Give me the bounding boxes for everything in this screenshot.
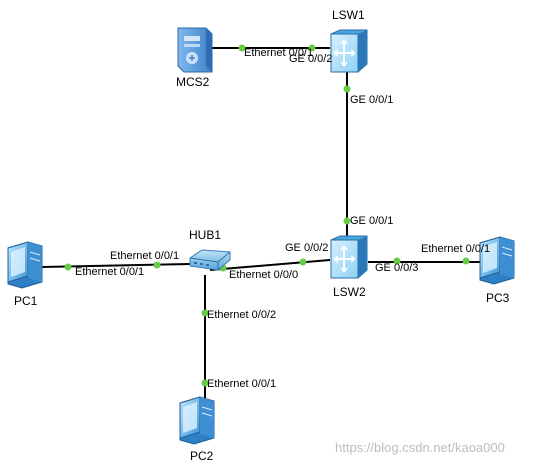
port-label-lsw2-ge003: GE 0/0/3: [375, 262, 418, 274]
port-label-lsw2-ge001: GE 0/0/1: [350, 215, 393, 227]
pc3-label: PC3: [486, 291, 510, 305]
port-label-pc3-e001: Ethernet 0/0/1: [421, 243, 490, 255]
lsw1-switch-icon[interactable]: [330, 29, 368, 73]
pc2-label: PC2: [190, 449, 214, 463]
lsw2-switch-icon[interactable]: [330, 235, 368, 279]
port-dot: [201, 309, 209, 317]
port-dot: [462, 257, 470, 265]
port-dot: [64, 263, 72, 271]
port-label-hub1-e001: Ethernet 0/0/1: [110, 250, 179, 262]
pc1-label: PC1: [14, 294, 38, 308]
port-label-lsw1-ge001: GE 0/0/1: [350, 94, 393, 106]
port-dot: [299, 258, 307, 266]
lsw2-label: LSW2: [333, 285, 366, 299]
port-dot: [153, 261, 161, 269]
port-label-hub1-e000: Ethernet 0/0/0: [229, 269, 298, 281]
port-label-pc2-e001: Ethernet 0/0/1: [207, 378, 276, 390]
hub1-label: HUB1: [189, 228, 221, 242]
port-dot: [393, 257, 401, 265]
port-dot: [308, 44, 316, 52]
hub1-hub-icon[interactable]: [189, 249, 231, 271]
pc3-computer-icon[interactable]: [479, 236, 515, 285]
port-dot: [343, 85, 351, 93]
port-dot: [238, 44, 246, 52]
port-label-pc1-e001: Ethernet 0/0/1: [75, 266, 144, 278]
watermark-text: https://blog.csdn.net/kaoa000: [335, 440, 505, 455]
lsw1-label: LSW1: [332, 8, 365, 22]
port-label-hub1-e002: Ethernet 0/0/2: [207, 309, 276, 321]
mcs2-label: MCS2: [176, 75, 210, 89]
pc2-computer-icon[interactable]: [179, 396, 215, 445]
link-hub1-lsw2[interactable]: [209, 259, 331, 271]
port-label-mcs2: Ethernet 0/0/1: [244, 47, 313, 59]
port-dot: [201, 379, 209, 387]
port-dot: [343, 217, 351, 225]
port-label-lsw2-ge002: GE 0/0/2: [285, 242, 328, 254]
pc1-computer-icon[interactable]: [7, 241, 43, 289]
port-label-lsw1-ge002: GE 0/0/2: [289, 53, 332, 65]
mcs2-server-icon[interactable]: [177, 27, 213, 73]
